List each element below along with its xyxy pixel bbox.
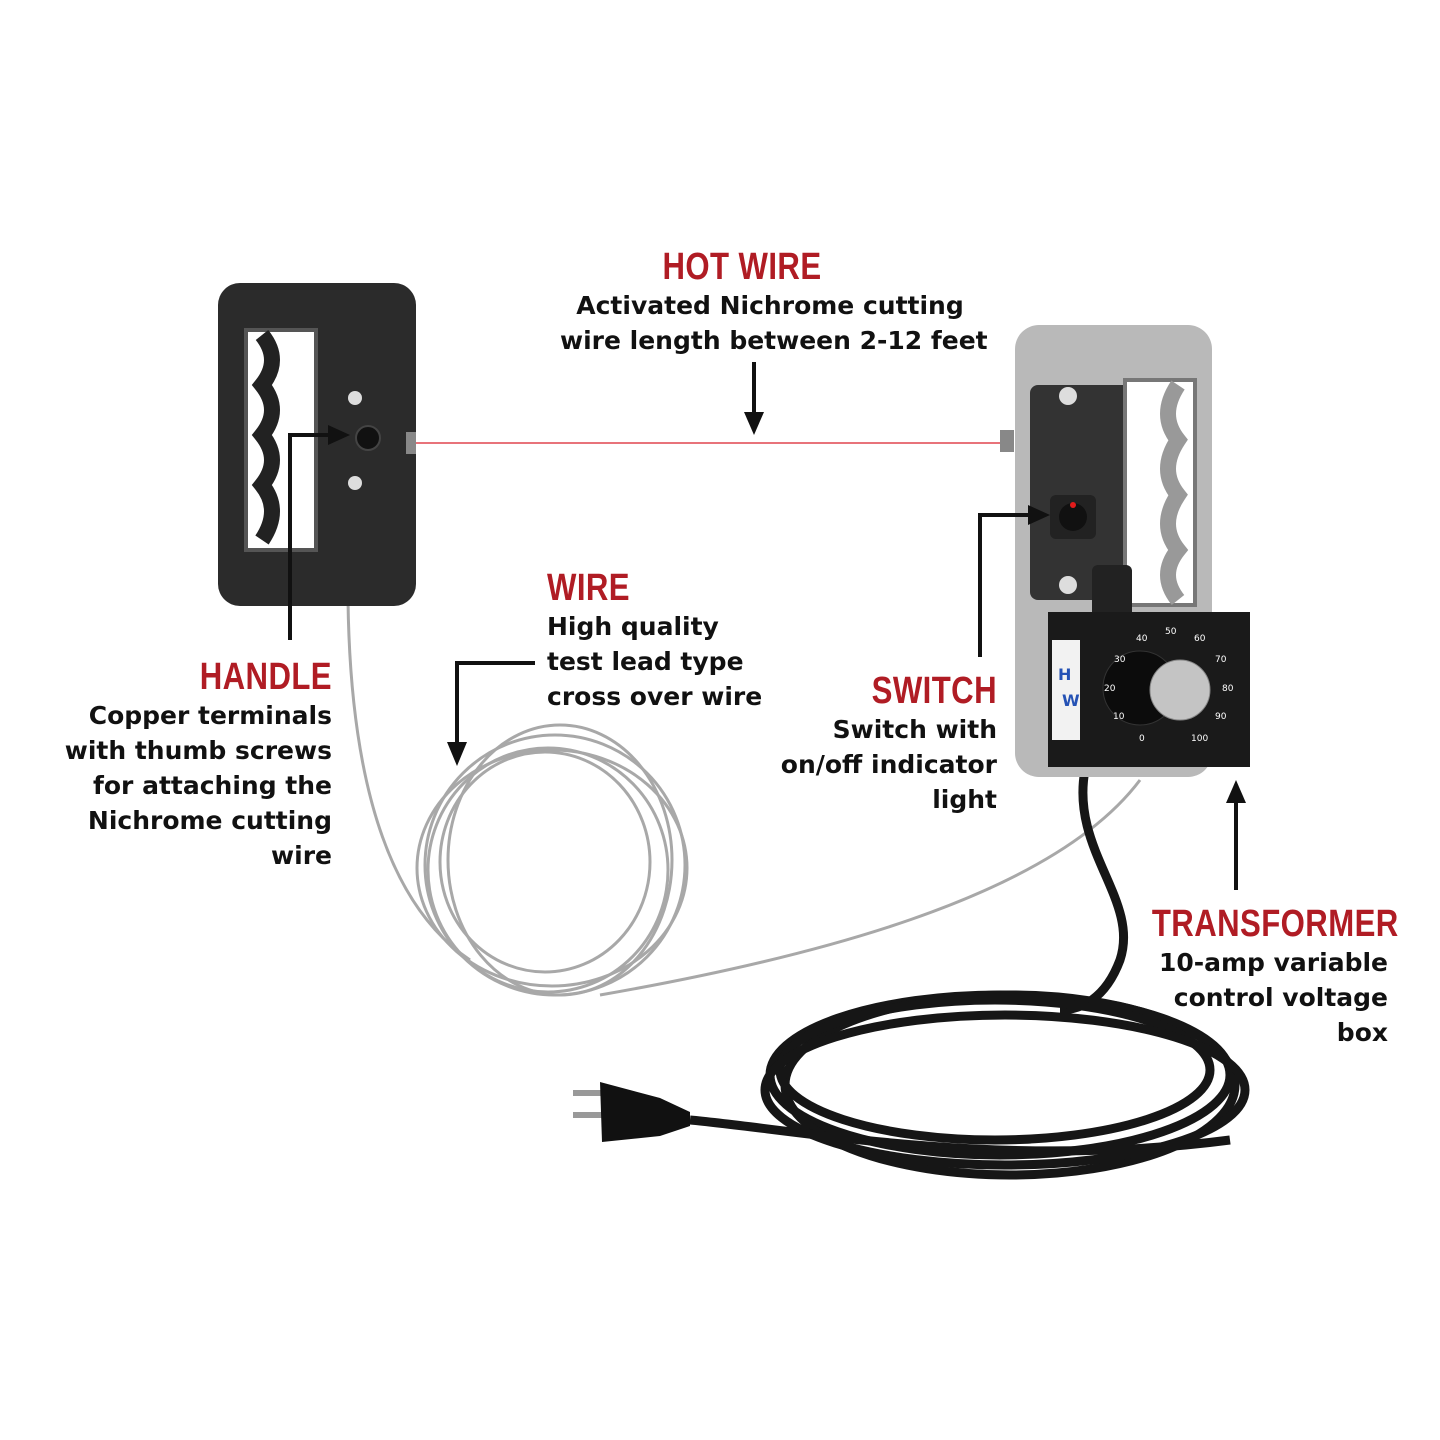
dial-label: 60 [1194,634,1206,644]
callout-handle: HANDLE Copper terminals with thumb screw… [60,656,332,873]
callout-heading: HOT WIRE [662,246,822,288]
dial-label: 70 [1215,655,1227,665]
callout-text: 10-amp variable [1158,948,1388,977]
dial-label: 90 [1215,712,1227,722]
arrowheads [328,412,1246,803]
callout-text: Activated Nichrome cutting [576,291,964,320]
callout-hot-wire: HOT WIRE Activated Nichrome cutting wire… [560,246,988,358]
callout-text: with thumb screws [64,736,332,765]
callout-text: Nichrome cutting [87,806,332,835]
plug-icon [573,1082,690,1142]
dial-knob[interactable] [1149,659,1211,721]
test-lead-wire [346,599,1142,997]
svg-text:H: H [1058,665,1071,684]
dial-label: 30 [1114,655,1126,665]
callout-text: wire [271,841,332,870]
callout-switch: SWITCH Switch with on/off indicator ligh… [740,670,997,817]
callout-text: cross over wire [547,682,763,711]
callout-text: light [932,785,997,814]
callout-text: Copper terminals [88,701,332,730]
callout-heading: WIRE [547,567,630,609]
callout-arrows [288,362,1238,890]
left-handle [218,283,416,606]
callout-text: on/off indicator [780,750,997,779]
power-cord [689,769,1250,1180]
callout-heading: SWITCH [871,670,997,712]
callout-text: box [1336,1018,1388,1047]
dial-label: 40 [1136,634,1148,644]
callout-heading: TRANSFORMER [1151,903,1399,945]
callout-heading: HANDLE [199,656,332,698]
svg-text:W: W [1062,691,1080,710]
callout-text: control voltage [1173,983,1388,1012]
dial-label: 0 [1139,734,1145,744]
dial-label: 100 [1191,734,1208,744]
callout-text: wire length between 2-12 feet [560,326,988,355]
callout-wire: WIRE High quality test lead type cross o… [547,567,762,714]
callout-transformer: TRANSFORMER 10-amp variable control volt… [1100,903,1399,1050]
indicator-light-icon [1070,502,1076,508]
callout-text: Switch with [832,715,997,744]
callout-text: test lead type [547,647,744,676]
callout-text: for attaching the [92,771,332,800]
dial-label: 50 [1165,627,1177,637]
transformer-box: H W 0 10 20 30 40 50 60 70 80 90 100 [1048,565,1250,767]
dial-label: 10 [1113,712,1125,722]
dial-label: 80 [1222,684,1234,694]
dial-label: 20 [1104,684,1116,694]
callout-text: High quality [547,612,719,641]
